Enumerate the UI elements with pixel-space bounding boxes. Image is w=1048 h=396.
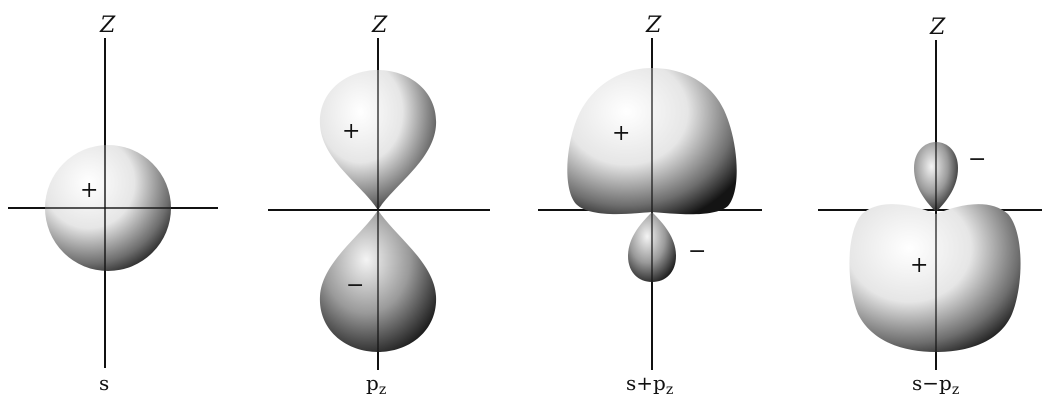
panel-s-minus-pz: Z − + s−pz (818, 15, 1042, 396)
lobe-sign-minus: − (346, 273, 364, 298)
panel-pz: Z + − pz (268, 13, 490, 396)
lobe-sign-plus: + (910, 253, 928, 278)
z-axis-label: Z (99, 13, 116, 38)
lobe-sign-minus: − (688, 239, 706, 264)
panel-s-plus-pz: Z + − s+pz (538, 13, 762, 396)
lobe-sign-plus: + (342, 119, 360, 144)
z-axis-label: Z (645, 13, 662, 38)
panel-s: Z + s (8, 13, 218, 395)
panel-caption: s (99, 371, 109, 395)
z-axis-label: Z (929, 15, 946, 40)
panel-caption: s−pz (912, 371, 959, 396)
panel-caption: s+pz (626, 371, 673, 396)
panel-caption: pz (366, 371, 386, 396)
lobe-sign-plus: + (80, 178, 98, 203)
lobe-sign-minus: − (968, 147, 986, 172)
lobe-sign-plus: + (612, 121, 630, 146)
z-axis-label: Z (371, 13, 388, 38)
